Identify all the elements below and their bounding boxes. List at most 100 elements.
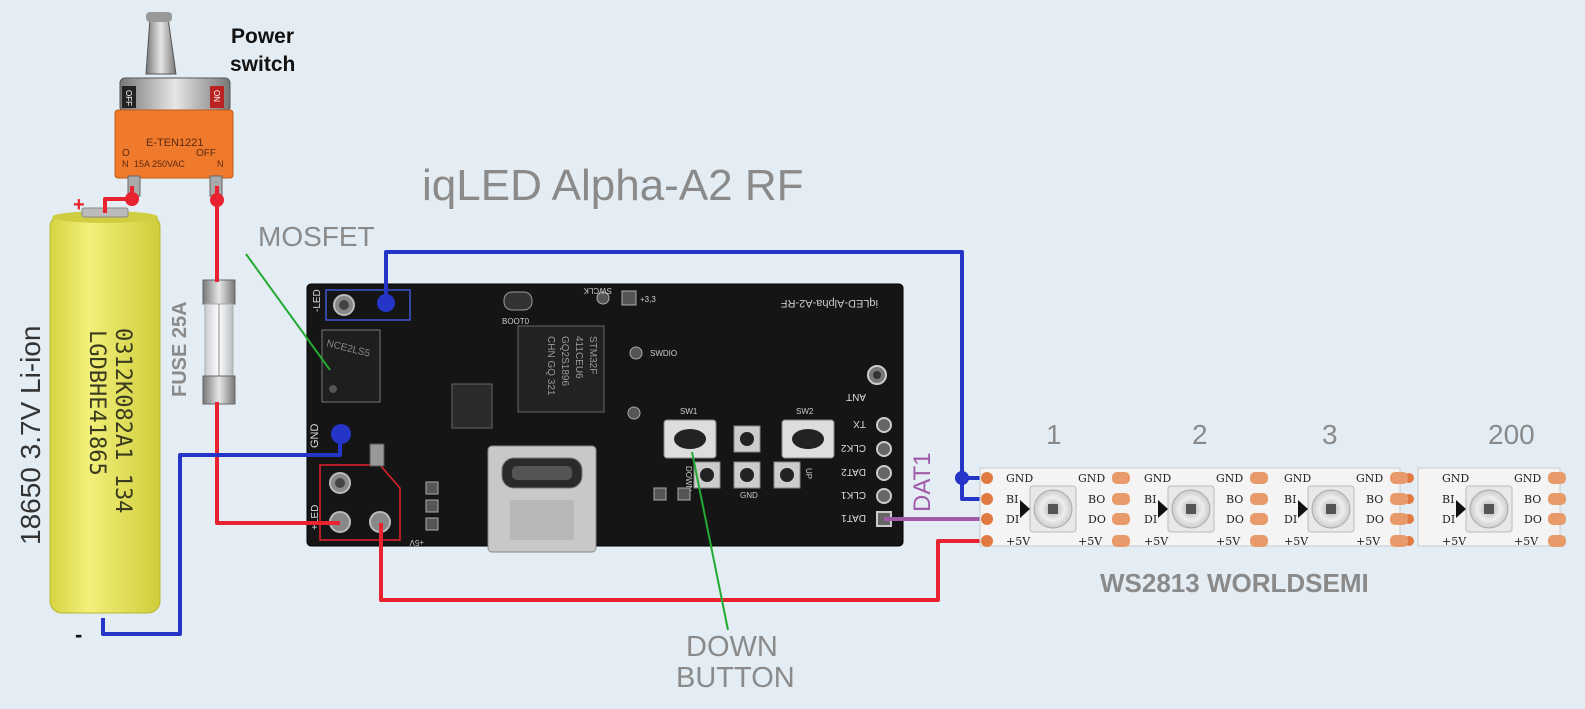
- wire-fuse-to-plus-led: [215, 402, 340, 525]
- battery-label: 18650 3.7V Li-ion: [15, 325, 46, 545]
- led-pin-label: BI: [1144, 493, 1156, 506]
- led-pad: [1548, 472, 1566, 484]
- led-pad: [1112, 513, 1130, 525]
- mcu-line-2: 411CEU6: [573, 336, 584, 379]
- power-switch: OFF ON E-TEN1221 O OFF N 15A 250VAC N: [114, 12, 234, 197]
- wire-minus-led-to-strip: [384, 250, 987, 480]
- mcu-line-1: STM32F: [587, 336, 598, 374]
- down-button-label-line2: BUTTON: [676, 662, 795, 694]
- wire-plus-led-to-strip: [379, 523, 987, 602]
- diagram-title: iqLED Alpha-A2 RF: [422, 161, 804, 210]
- led-pad: [1548, 513, 1566, 525]
- mcu-line-4: CHN GQ 321: [545, 336, 556, 396]
- board-down: DOWN: [684, 466, 693, 492]
- mcu-line-3: GQ2S1896: [559, 336, 570, 386]
- led-pin-label: +5V: [1442, 535, 1467, 548]
- board-gnd-button: GND: [740, 491, 758, 500]
- led-pin-label: DI: [1006, 513, 1019, 526]
- pin-label-clk1: CLK1: [841, 489, 866, 500]
- wires: [101, 186, 987, 636]
- board-5v: +5V: [409, 538, 424, 547]
- led-pin-label: GND: [1356, 472, 1383, 485]
- led-pin-label: DO: [1524, 513, 1542, 526]
- wire-battery-negative: [101, 434, 342, 636]
- board-sw2: SW2: [796, 407, 814, 416]
- led-pin-label: GND: [1514, 472, 1541, 485]
- mosfet-label: MOSFET: [258, 221, 375, 252]
- led-pad: [1250, 513, 1268, 525]
- switch-n-right: N: [217, 159, 224, 169]
- board-gnd: GND: [309, 424, 321, 449]
- led-pin-label: +5V: [1356, 535, 1381, 548]
- led-pin-label: GND: [1216, 472, 1243, 485]
- led-direction-arrow: [1020, 500, 1030, 518]
- board-minus-led: -LED: [312, 289, 323, 312]
- switch-off-text: OFF: [196, 148, 216, 159]
- led-pin-label: DI: [1144, 513, 1157, 526]
- led-pad: [1548, 493, 1566, 505]
- led-pin-label: GND: [1078, 472, 1105, 485]
- led-pin-label: BO: [1226, 493, 1243, 506]
- mosfet-pointer-arrow: [245, 253, 331, 371]
- led-pad: [1250, 472, 1268, 484]
- led-pin-label: GND: [1006, 472, 1033, 485]
- led-pad: [1250, 493, 1268, 505]
- led-pad: [1250, 535, 1268, 547]
- led-pin-label: BI: [1284, 493, 1296, 506]
- led-pin-label: +5V: [1006, 535, 1031, 548]
- led-die: [1484, 504, 1494, 514]
- led-pin-label: DO: [1088, 513, 1106, 526]
- led-pad: [1548, 535, 1566, 547]
- fuse-label: FUSE 25A: [169, 301, 191, 397]
- led-pin-label: +5V: [1144, 535, 1169, 548]
- led-pin-label: +5V: [1284, 535, 1309, 548]
- pin-label-ant: ANT: [846, 391, 866, 402]
- led-pin-label: DO: [1366, 513, 1384, 526]
- led-pin-label: BI: [1442, 493, 1454, 506]
- led-pin-label: BI: [1006, 493, 1018, 506]
- led-pad: [1112, 535, 1130, 547]
- led-die: [1048, 504, 1058, 514]
- strip-label: WS2813 WORLDSEMI: [1100, 568, 1369, 598]
- board-boot: BOOT0: [502, 317, 530, 326]
- led-pin-label: GND: [1284, 472, 1311, 485]
- board-plus-led: +LED: [310, 505, 321, 530]
- led-pin-label: +5V: [1078, 535, 1103, 548]
- power-switch-label-line2: switch: [230, 53, 295, 76]
- dot-minus-led: [377, 294, 395, 312]
- pin-label-dat1: DAT1: [841, 512, 866, 523]
- down-button-label-line1: DOWN: [686, 631, 778, 663]
- down-button-pointer-arrow: [691, 451, 729, 631]
- led-index-label: 2: [1192, 419, 1208, 450]
- board-up: UP: [804, 468, 813, 479]
- switch-rating: 15A 250VAC: [134, 159, 185, 169]
- board-sw1: SW1: [680, 407, 698, 416]
- battery: LGDBHE41865 0312K082A1 134: [49, 207, 161, 614]
- battery-plus-label: +: [73, 194, 85, 216]
- board-swclk: SWCLK: [583, 286, 612, 295]
- led-pad: [1390, 493, 1408, 505]
- led-pin-label: BO: [1366, 493, 1383, 506]
- dot-battery-switch: [125, 192, 139, 206]
- led-pin-label: BO: [1524, 493, 1541, 506]
- led-cells: GNDBIDI+5VGNDBODO+5V1GNDBIDI+5VGNDBODO+5…: [1006, 419, 1566, 548]
- led-pin-label: GND: [1442, 472, 1469, 485]
- battery-print-line2: 0312K082A1 134: [110, 328, 135, 513]
- led-index-label: 200: [1488, 419, 1535, 450]
- switch-off-tag: OFF: [124, 90, 133, 106]
- dot-gnd: [331, 424, 351, 444]
- switch-on-tag: ON: [212, 90, 221, 102]
- dot-switch-out: [210, 193, 224, 207]
- controller-board: -LED +LED GND NCE2LS5 STM32F 411CEU6 GQ2…: [306, 283, 904, 553]
- board-3v3: +3,3: [640, 295, 656, 304]
- battery-print-line1: LGDBHE41865: [84, 330, 109, 476]
- pin-label-dat2: DAT2: [841, 466, 866, 477]
- board-swdio: SWDIO: [650, 349, 677, 358]
- led-die: [1186, 504, 1196, 514]
- power-switch-label-line1: Power: [231, 25, 294, 48]
